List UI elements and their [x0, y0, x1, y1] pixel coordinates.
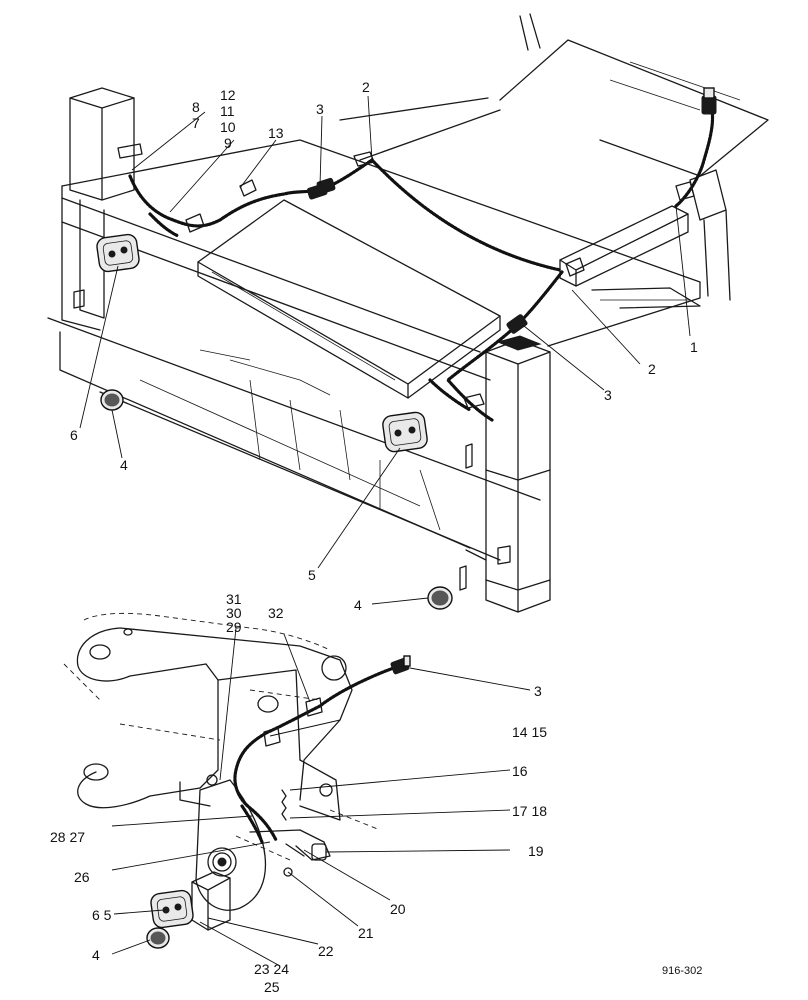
- rear-lamp-right: [382, 411, 428, 453]
- callout-2-right: 2: [648, 361, 656, 377]
- callout-12: 12: [220, 87, 236, 103]
- callout-26: 26: [74, 869, 90, 885]
- callout-5-top: 5: [308, 567, 316, 583]
- upper-wiring-harness: [117, 87, 717, 422]
- leader-lines: [79, 95, 691, 967]
- side-lamp-lower: [150, 889, 194, 929]
- callout-22: 22: [318, 943, 334, 959]
- callout-11: 11: [220, 103, 235, 119]
- callout-28-27: 28 27: [50, 829, 85, 845]
- callout-labels: 8 7 12 11 10 9 13 3 2 1 2 3 6 4 5 4 31 3…: [50, 79, 702, 995]
- callout-17-18: 17 18: [512, 803, 547, 819]
- callout-1: 1: [690, 339, 698, 355]
- rear-lamp-left: [96, 233, 140, 273]
- callout-23-24: 23 24: [254, 961, 289, 977]
- reflector-right: [427, 586, 453, 610]
- callout-32: 32: [268, 605, 284, 621]
- reflector-left: [100, 389, 124, 411]
- callout-6-5: 6 5: [92, 907, 112, 923]
- reflector-lower: [146, 927, 170, 949]
- callout-30: 30: [226, 605, 242, 621]
- callout-4-bottom: 4: [92, 947, 100, 963]
- callout-10: 10: [220, 119, 236, 135]
- upper-frame-assembly: [47, 13, 769, 613]
- lower-detail-assembly: [63, 612, 411, 949]
- callout-16: 16: [512, 763, 528, 779]
- callout-4-mid: 4: [354, 597, 362, 613]
- callout-6-top: 6: [70, 427, 78, 443]
- callout-13: 13: [268, 125, 284, 141]
- callout-9: 9: [224, 135, 232, 151]
- callout-2-top: 2: [362, 79, 370, 95]
- callout-8: 8: [192, 99, 200, 115]
- callout-14-15: 14 15: [512, 724, 547, 740]
- upper-lamps: [96, 233, 453, 610]
- callout-25: 25: [264, 979, 280, 995]
- callout-20: 20: [390, 901, 406, 917]
- callout-3-top: 3: [316, 101, 324, 117]
- callout-31: 31: [226, 591, 242, 607]
- callout-21: 21: [358, 925, 374, 941]
- callout-19: 19: [528, 843, 544, 859]
- figure-reference-code: 916-302: [662, 965, 702, 977]
- callout-3-bottom: 3: [534, 683, 542, 699]
- callout-4-top: 4: [120, 457, 128, 473]
- callout-7: 7: [192, 115, 200, 131]
- callout-3-right: 3: [604, 387, 612, 403]
- callout-29: 29: [226, 619, 242, 635]
